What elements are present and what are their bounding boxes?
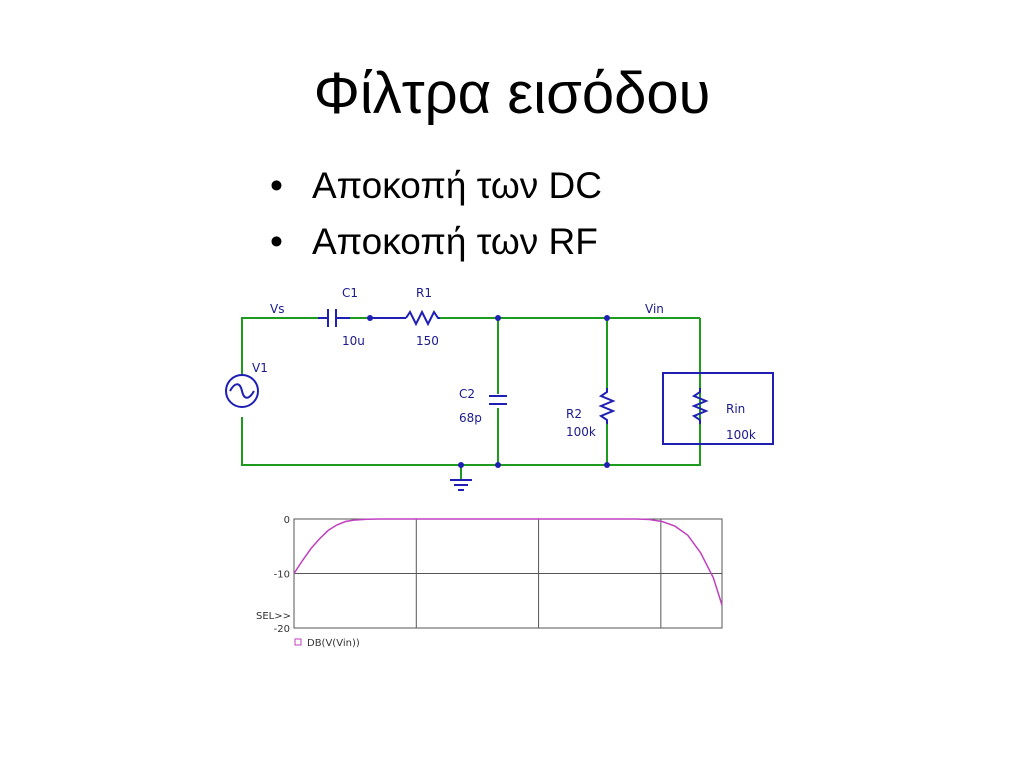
node-vin-label: Vin [645,302,664,316]
rin-value: 100k [726,428,756,442]
c1-value: 10u [342,334,365,348]
y-tick-label: 0 [284,515,290,526]
circuit-labels: Vs Vin V1 C1 10u R1 150 C2 68p R2 100k R… [252,286,756,442]
sel-marker: SEL>> [256,611,291,622]
bullet-item: • Αποκοπή των DC [270,158,602,214]
c1-label: C1 [342,286,358,300]
node-vs-label: Vs [270,302,284,316]
y-tick-labels: 0 -10 -20 [274,515,290,635]
y-tick-label: -20 [274,624,290,635]
wire-vs [241,317,318,375]
circuit-schematic: Vs Vin V1 C1 10u R1 150 C2 68p R2 100k R… [225,286,774,491]
series-line [293,518,723,606]
rin-box [662,372,774,445]
rin-label: Rin [726,402,745,416]
chart-series [293,518,723,606]
junction-dots [367,315,610,468]
legend-label: DB(V(Vin)) [307,638,360,649]
r2-value: 100k [566,425,596,439]
components [225,309,774,445]
r2-resistor-symbol [598,388,616,424]
frequency-response-chart: 0 -10 -20 SEL>> DB(V(Vin)) [256,515,723,649]
r2-label: R2 [566,407,582,421]
sine-icon [229,383,255,399]
legend-marker [294,638,302,646]
c2-label: C2 [459,387,475,401]
r1-value: 150 [416,334,439,348]
c2-value: 68p [459,411,482,425]
y-tick-label: -10 [274,570,290,581]
v1-source-symbol [225,374,259,408]
v1-label: V1 [252,361,268,375]
bullet-list: • Αποκοπή των DC • Αποκοπή των RF [270,158,602,270]
bullet-item: • Αποκοπή των RF [270,214,602,270]
bullet-text: Αποκοπή των DC [312,165,602,206]
ground-symbol [450,479,472,491]
bullet-marker: • [270,165,283,206]
bullet-text: Αποκοπή των RF [312,221,598,262]
r1-label: R1 [416,286,432,300]
rin-resistor-symbol [691,388,709,424]
bullet-marker: • [270,221,283,262]
chart-grid [293,518,723,629]
slide-title: Φίλτρα εισόδου [313,61,711,126]
r1-resistor-symbol [405,309,440,327]
